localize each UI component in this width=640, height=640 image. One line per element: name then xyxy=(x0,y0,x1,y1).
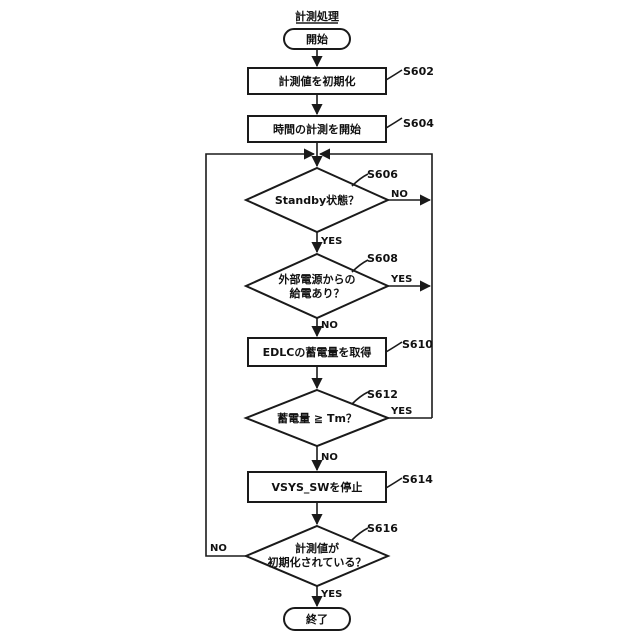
process-s610: EDLCの蓄電量を取得 xyxy=(248,338,386,366)
s606-yes-label: YES xyxy=(320,236,342,247)
s606-step-label: S606 xyxy=(367,168,398,181)
s602-leader xyxy=(386,70,402,80)
s604-step-label: S604 xyxy=(403,117,434,130)
s614-step-label: S614 xyxy=(402,473,433,486)
s616-leader xyxy=(352,528,368,540)
start-terminal: 開始 xyxy=(284,29,350,49)
s608-leader xyxy=(352,260,368,272)
s614-leader xyxy=(386,478,402,488)
s608-label-line2: 給電あり？ xyxy=(290,286,345,300)
s602-step-label: S602 xyxy=(403,65,434,78)
s606-no-label: NO xyxy=(391,189,408,200)
process-s604: 時間の計測を開始 xyxy=(248,116,386,142)
end-terminal: 終了 xyxy=(284,608,350,630)
flowchart-title: 計測処理 xyxy=(295,9,339,23)
s616-no-label: NO xyxy=(210,543,227,554)
s610-leader xyxy=(386,342,402,352)
s616-step-label: S616 xyxy=(367,522,398,535)
s606-leader xyxy=(352,174,368,186)
start-label: 開始 xyxy=(306,32,328,46)
s616-label-line1: 計測値が xyxy=(295,541,339,555)
s616-yes-label: YES xyxy=(320,589,342,600)
s610-step-label: S610 xyxy=(402,338,433,351)
s606-label: Standby状態？ xyxy=(275,193,359,207)
s614-label: VSYS_SWを停止 xyxy=(272,480,363,494)
s612-no-label: NO xyxy=(321,452,338,463)
s608-yes-label: YES xyxy=(390,274,412,285)
s602-label: 計測値を初期化 xyxy=(279,74,356,88)
s608-step-label: S608 xyxy=(367,252,398,265)
s616-label-line2: 初期化されている？ xyxy=(268,555,367,569)
decision-s616: 計測値が 初期化されている？ xyxy=(246,526,388,586)
s612-yes-label: YES xyxy=(390,406,412,417)
process-s614: VSYS_SWを停止 xyxy=(248,472,386,502)
s604-label: 時間の計測を開始 xyxy=(273,122,361,136)
process-s602: 計測値を初期化 xyxy=(248,68,386,94)
s608-no-label: NO xyxy=(321,320,338,331)
s604-leader xyxy=(386,118,402,128)
s612-label: 蓄電量 ≧ Tm？ xyxy=(277,411,357,425)
s612-leader xyxy=(352,392,368,404)
end-label: 終了 xyxy=(306,612,328,626)
s610-label: EDLCの蓄電量を取得 xyxy=(263,345,372,359)
s612-step-label: S612 xyxy=(367,388,398,401)
s608-label-line1: 外部電源からの xyxy=(278,272,356,286)
